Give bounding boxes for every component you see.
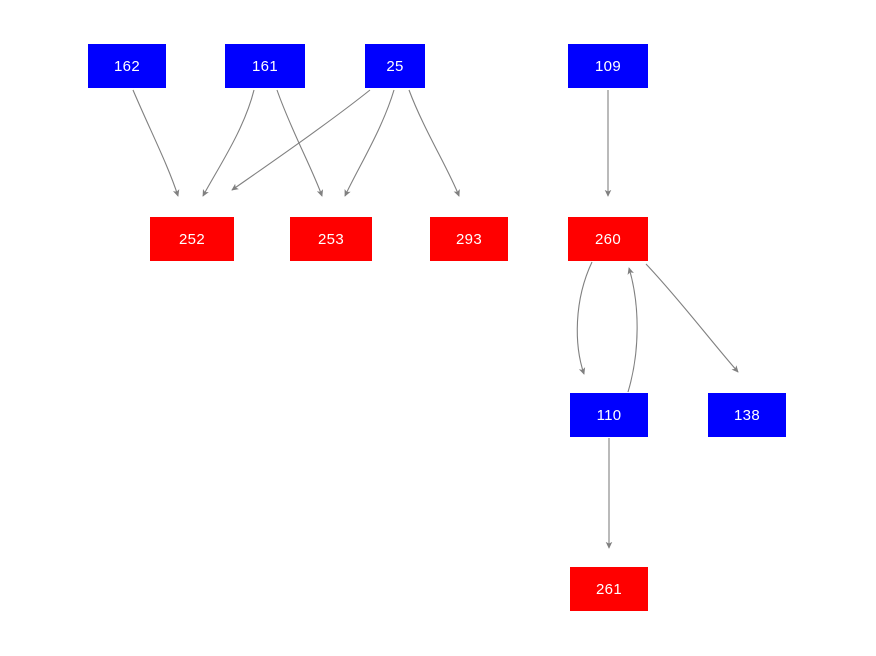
graph-node-label: 109 [595, 57, 621, 75]
graph-node-label: 110 [596, 406, 622, 424]
graph-node-label: 25 [386, 57, 404, 75]
graph-node-label: 161 [252, 57, 278, 75]
graph-node-260[interactable]: 260 [568, 217, 648, 261]
graph-edge [576, 261, 593, 375]
graph-node-25[interactable]: 25 [365, 44, 425, 88]
graph-node-110[interactable]: 110 [570, 393, 648, 437]
graph-edge [231, 89, 371, 191]
graph-node-label: 252 [179, 230, 205, 248]
graph-node-161[interactable]: 161 [225, 44, 305, 88]
graph-node-label: 261 [596, 580, 622, 598]
graph-edge [645, 263, 739, 373]
edges-group [132, 89, 739, 549]
graph-edge [276, 89, 324, 197]
graph-edge [344, 89, 395, 197]
graph-node-label: 260 [595, 230, 621, 248]
graph-edge [202, 89, 255, 197]
graph-node-293[interactable]: 293 [430, 217, 508, 261]
graph-node-label: 138 [734, 406, 760, 424]
graph-edge [627, 267, 638, 393]
graph-node-261[interactable]: 261 [570, 567, 648, 611]
graph-node-138[interactable]: 138 [708, 393, 786, 437]
graph-node-162[interactable]: 162 [88, 44, 166, 88]
graph-edge [132, 89, 180, 197]
graph-node-label: 293 [456, 230, 482, 248]
graph-node-label: 253 [318, 230, 344, 248]
graph-node-253[interactable]: 253 [290, 217, 372, 261]
graph-edge [408, 89, 460, 197]
graph-node-label: 162 [114, 57, 140, 75]
graph-node-252[interactable]: 252 [150, 217, 234, 261]
graph-node-109[interactable]: 109 [568, 44, 648, 88]
